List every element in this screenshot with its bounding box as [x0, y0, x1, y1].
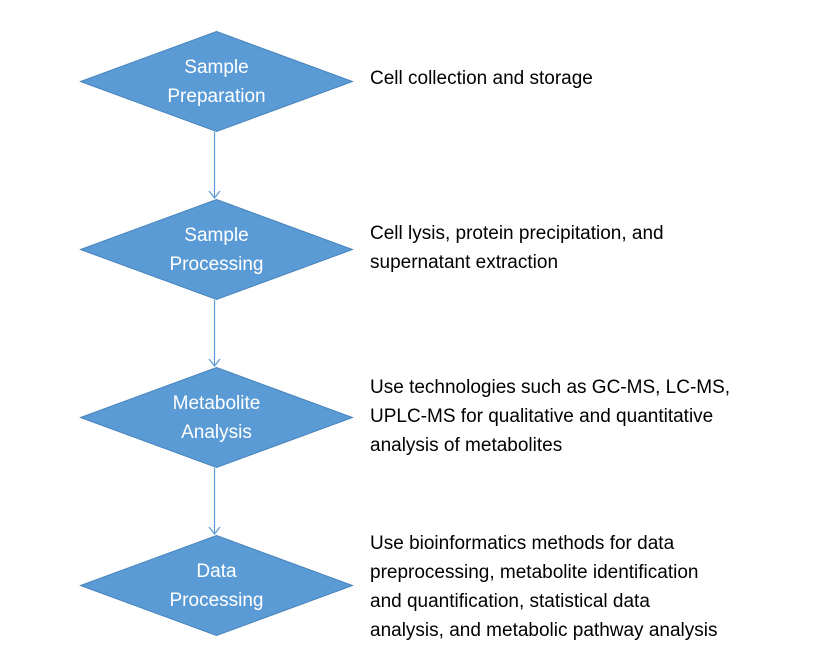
diamond-shape — [79, 534, 354, 637]
step-label-line: Metabolite — [172, 392, 261, 414]
description-line: Use bioinformatics methods for data — [370, 533, 675, 554]
step-label-line: Processing — [169, 253, 264, 275]
step-sample-preparation: Sample Preparation — [79, 30, 354, 133]
step-data-processing: Data Processing — [79, 534, 354, 637]
description-line: supernatant extraction — [370, 252, 559, 273]
step-sample-processing: Sample Processing — [79, 198, 354, 301]
step-description: Cell lysis, protein precipitation, and s… — [370, 219, 790, 277]
step-label-line: Processing — [169, 589, 264, 611]
step-label: Data Processing — [140, 535, 293, 636]
step-description: Use technologies such as GC-MS, LC-MS, U… — [370, 373, 790, 460]
step-label-line: Data — [196, 560, 237, 582]
description-line: Use technologies such as GC-MS, LC-MS, — [370, 377, 731, 398]
step-metabolite-analysis: Metabolite Analysis — [79, 366, 354, 469]
description-line: analysis, and metabolic pathway analysis — [370, 620, 718, 641]
description-line: UPLC-MS for qualitative and quantitative — [370, 406, 714, 427]
arrow-down-icon — [208, 300, 221, 367]
connector-arrow — [208, 468, 221, 535]
diamond-shape — [79, 198, 354, 301]
step-label: Sample Processing — [140, 199, 293, 300]
diamond-shape — [79, 366, 354, 469]
description-line: and quantification, statistical data — [370, 591, 650, 612]
arrow-down-icon — [208, 468, 221, 535]
description-line: Cell collection and storage — [370, 68, 593, 89]
diamond-shape — [79, 30, 354, 133]
arrow-down-icon — [208, 132, 221, 199]
description-line: preprocessing, metabolite identification — [370, 562, 699, 583]
description-line: Cell lysis, protein precipitation, and — [370, 223, 664, 244]
step-label-line: Analysis — [181, 421, 252, 443]
step-label-line: Preparation — [167, 85, 266, 107]
description-line: analysis of metabolites — [370, 435, 563, 456]
connector-arrow — [208, 300, 221, 367]
step-description: Use bioinformatics methods for data prep… — [370, 529, 790, 645]
step-label-line: Sample — [184, 56, 249, 78]
step-description: Cell collection and storage — [370, 64, 790, 93]
step-label: Sample Preparation — [140, 31, 293, 132]
step-label: Metabolite Analysis — [140, 367, 293, 468]
connector-arrow — [208, 132, 221, 199]
step-label-line: Sample — [184, 224, 249, 246]
